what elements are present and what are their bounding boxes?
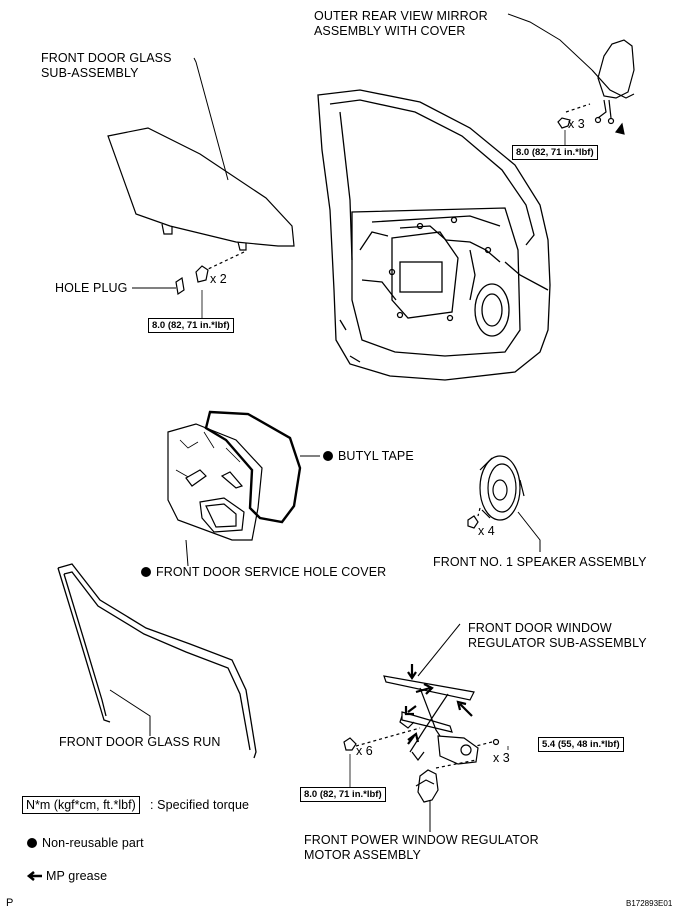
regulator-nut-qty: x 3 <box>493 751 510 765</box>
glass-torque: 8.0 (82, 71 in.*lbf) <box>148 318 234 333</box>
mirror-torque: 8.0 (82, 71 in.*lbf) <box>512 145 598 160</box>
grease-arrow-icon <box>26 870 42 882</box>
glass-qty: x 2 <box>210 272 227 286</box>
door-frame <box>317 89 551 381</box>
door-glass <box>107 57 295 318</box>
regulator-bolt-torque: 8.0 (82, 71 in.*lbf) <box>300 787 386 802</box>
non-reusable-dot-icon <box>323 451 333 461</box>
window-regulator <box>343 623 509 832</box>
mirror-assembly <box>507 13 635 145</box>
footer-left: P <box>6 897 14 909</box>
non-reusable-dot-icon <box>141 567 151 577</box>
service-cover-label: FRONT DOOR SERVICE HOLE COVER <box>141 565 386 580</box>
glass-run-label: FRONT DOOR GLASS RUN <box>59 735 221 749</box>
legend-grease: MP grease <box>46 869 108 883</box>
speaker-label: FRONT NO. 1 SPEAKER ASSEMBLY <box>433 555 647 569</box>
mirror-label: OUTER REAR VIEW MIRROR ASSEMBLY WITH COV… <box>314 9 488 38</box>
glass-run <box>57 563 257 759</box>
speaker-qty: x 4 <box>478 524 495 538</box>
speaker-assembly <box>467 455 541 548</box>
non-reusable-dot-icon <box>27 838 37 848</box>
motor-label: FRONT POWER WINDOW REGULATOR MOTOR ASSEM… <box>304 833 539 862</box>
service-hole-cover <box>167 423 263 567</box>
footer-code: B172893E01 <box>626 899 673 908</box>
regulator-label: FRONT DOOR WINDOW REGULATOR SUB-ASSEMBLY <box>468 621 647 650</box>
glass-label: FRONT DOOR GLASS SUB-ASSEMBLY <box>41 51 172 80</box>
hole-plug-label: HOLE PLUG <box>55 281 128 295</box>
butyl-tape <box>204 410 302 524</box>
legend-torque-desc: : Specified torque <box>150 798 250 812</box>
regulator-bolt-qty: x 6 <box>356 744 373 758</box>
regulator-nut-torque: 5.4 (55, 48 in.*lbf) <box>538 737 624 752</box>
mirror-qty: x 3 <box>568 117 585 131</box>
legend-torque-box: N*m (kgf*cm, ft.*lbf) <box>22 796 140 814</box>
butyl-tape-label: BUTYL TAPE <box>323 449 414 464</box>
legend-non-reusable: Non-reusable part <box>27 836 144 851</box>
